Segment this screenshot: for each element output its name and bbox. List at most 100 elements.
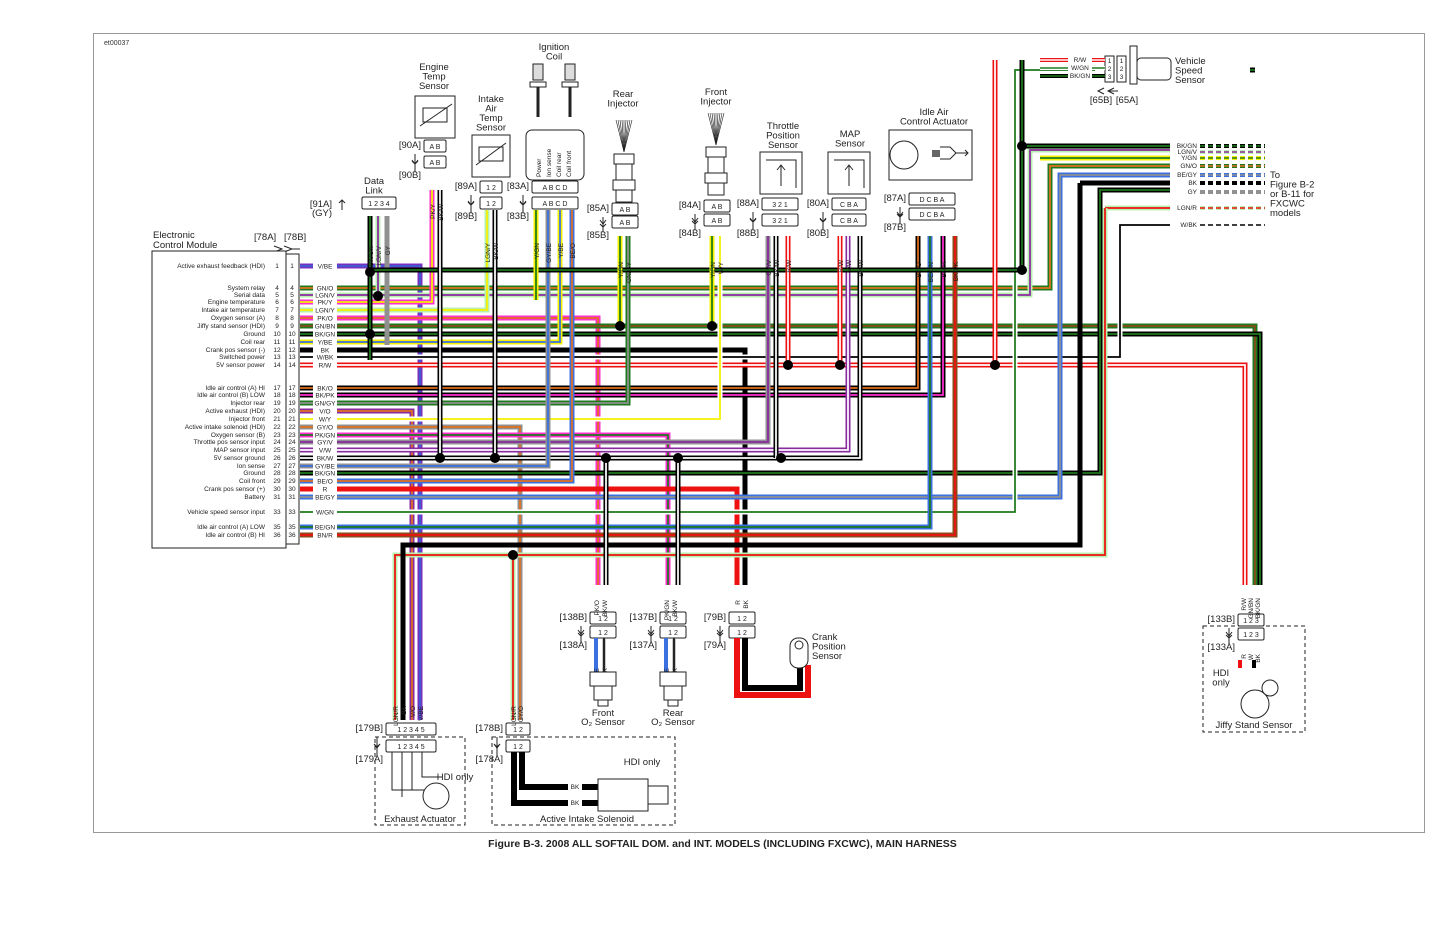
ecm-pin-number-a: 22 — [273, 424, 281, 431]
potentiometer-icon — [834, 159, 865, 188]
ecm-pin-number-b: 27 — [288, 463, 296, 470]
injector-spray-icon — [615, 119, 625, 153]
ecm: Electronic Control Module [78A] [78B] Ac… — [151, 230, 306, 549]
mating-arrow-icon — [896, 207, 904, 224]
o2-sensor-thread — [593, 685, 613, 701]
connector-a-pins: 1 2 — [737, 616, 747, 623]
ecm-pin-number-a: 19 — [273, 400, 281, 407]
wire-code-label: R/W — [1074, 57, 1088, 64]
ecm-pin-function: Ground — [243, 470, 265, 477]
splice-dot — [835, 360, 845, 370]
wire-code-label: BK/GN — [368, 246, 375, 267]
wire-label: BK/GN — [315, 332, 336, 339]
ecm-pin-number-a: 23 — [273, 432, 281, 439]
mating-arrow-icon — [599, 217, 607, 232]
splice-dot — [508, 550, 518, 560]
connector-b-label: [84B] — [679, 228, 701, 239]
component-title: Rear — [613, 89, 634, 100]
ecm-pin-number-b: 17 — [288, 385, 296, 392]
connector-b-label: [80B] — [807, 228, 829, 239]
connector-a — [659, 611, 687, 625]
component-title: HDI — [1213, 668, 1229, 679]
connector-a-label: [179B] — [356, 723, 383, 734]
wire-label: PK/Y — [318, 300, 333, 307]
coil-pin-label: Power — [536, 158, 543, 177]
wire-code-label: BK/GN — [1070, 73, 1091, 80]
o2-title: O₂ Sensor — [581, 717, 625, 728]
injector-spray-icon — [623, 119, 629, 153]
connector-a — [761, 197, 799, 211]
connector-a-label: [83A] — [507, 181, 529, 192]
wire-label: GN/BN — [315, 324, 336, 331]
splice-dot — [373, 291, 383, 301]
to-figure-note: models — [1270, 208, 1301, 219]
ecm-pin-function: Idle air control (A) LOW — [197, 524, 266, 531]
ecm-pin-number-a: 6 — [275, 299, 279, 306]
wire-label: LGN/Y — [315, 308, 335, 315]
component-title: Engine — [419, 62, 449, 73]
active-intake-note: HDI only — [624, 757, 661, 768]
wire-code-label: BK/W — [672, 599, 679, 616]
exhaust-actuator-note: HDI only — [437, 772, 474, 783]
ecm-pin-number-a: 9 — [275, 323, 279, 330]
data-link-conn-label: [91A] — [310, 199, 332, 210]
wire-code-label: LGN/R — [393, 706, 400, 726]
connector-b-label: [138A] — [560, 640, 587, 651]
wire-code-label: BK/W — [774, 259, 781, 276]
injector-spray-icon — [715, 112, 719, 146]
splice-dot — [776, 453, 786, 463]
wire-label-bg — [313, 493, 337, 501]
mating-arrow-icon — [577, 626, 585, 642]
wire-gn-o-stripe — [300, 165, 1170, 289]
ecm-pin-function: Idle air control (B) HI — [205, 532, 265, 539]
ecm-pin-function: Coil rear — [240, 339, 265, 346]
connector-b-label: [83B] — [507, 211, 529, 222]
wire-code-label: BK/W — [858, 259, 865, 276]
splice-dot — [673, 453, 683, 463]
connector-b-pins: 1 2 — [737, 630, 747, 637]
ecm-pin-function: 5V sensor ground — [214, 455, 266, 462]
iat-sensor-body — [471, 134, 511, 178]
component-title: Front — [705, 87, 728, 98]
ecm-pin-number-a: 29 — [273, 478, 281, 485]
ecm-pin-function: Battery — [244, 494, 265, 501]
mating-arrow-icon — [519, 195, 527, 213]
to-figure-note: or B-11 for — [1270, 189, 1314, 200]
wire-code-label: BN/R — [941, 262, 948, 278]
splice-dot — [435, 453, 445, 463]
ecm-pin-number-b: 8 — [290, 315, 294, 322]
ecm-pin-block-a — [285, 253, 300, 545]
wire-pk-y-stripe — [300, 190, 433, 303]
injector-spray-icon — [621, 119, 625, 153]
connector-b-label: [90B] — [399, 170, 421, 181]
injector-spray-icon — [623, 119, 631, 153]
thermistor-arrow — [419, 103, 453, 127]
wire-gy-be-stripe — [300, 210, 549, 467]
wire-label-bg — [313, 462, 337, 470]
splice-dot — [601, 453, 611, 463]
coil-pin-label: Coil rear — [556, 152, 563, 177]
ecm-pin-function: Serial data — [234, 292, 265, 299]
ecm-pin-function: Oxygen sensor (B) — [211, 432, 265, 439]
wire-label-bg — [1172, 154, 1198, 161]
wire-solenoid-bk — [511, 752, 598, 806]
connector-a-label: [79B] — [704, 612, 726, 623]
ecm-pin-number-b: 22 — [288, 424, 296, 431]
ecm-pin-number-a: 21 — [273, 416, 281, 423]
wire-code-label: BK — [1255, 653, 1262, 662]
connector-b — [423, 155, 447, 169]
connector-a — [1237, 613, 1265, 627]
component-title: Vehicle — [1175, 56, 1206, 67]
ecm-pin-number-a: 8 — [275, 315, 279, 322]
ecm-pin-function: Switched power — [219, 354, 266, 361]
splice-dot — [783, 360, 793, 370]
wire-bk-exhaust — [400, 183, 1083, 720]
wire-code-label: PK/GN — [664, 600, 671, 621]
splice-dot — [1017, 265, 1027, 275]
wire-code-label: LGN/R — [1177, 205, 1197, 212]
